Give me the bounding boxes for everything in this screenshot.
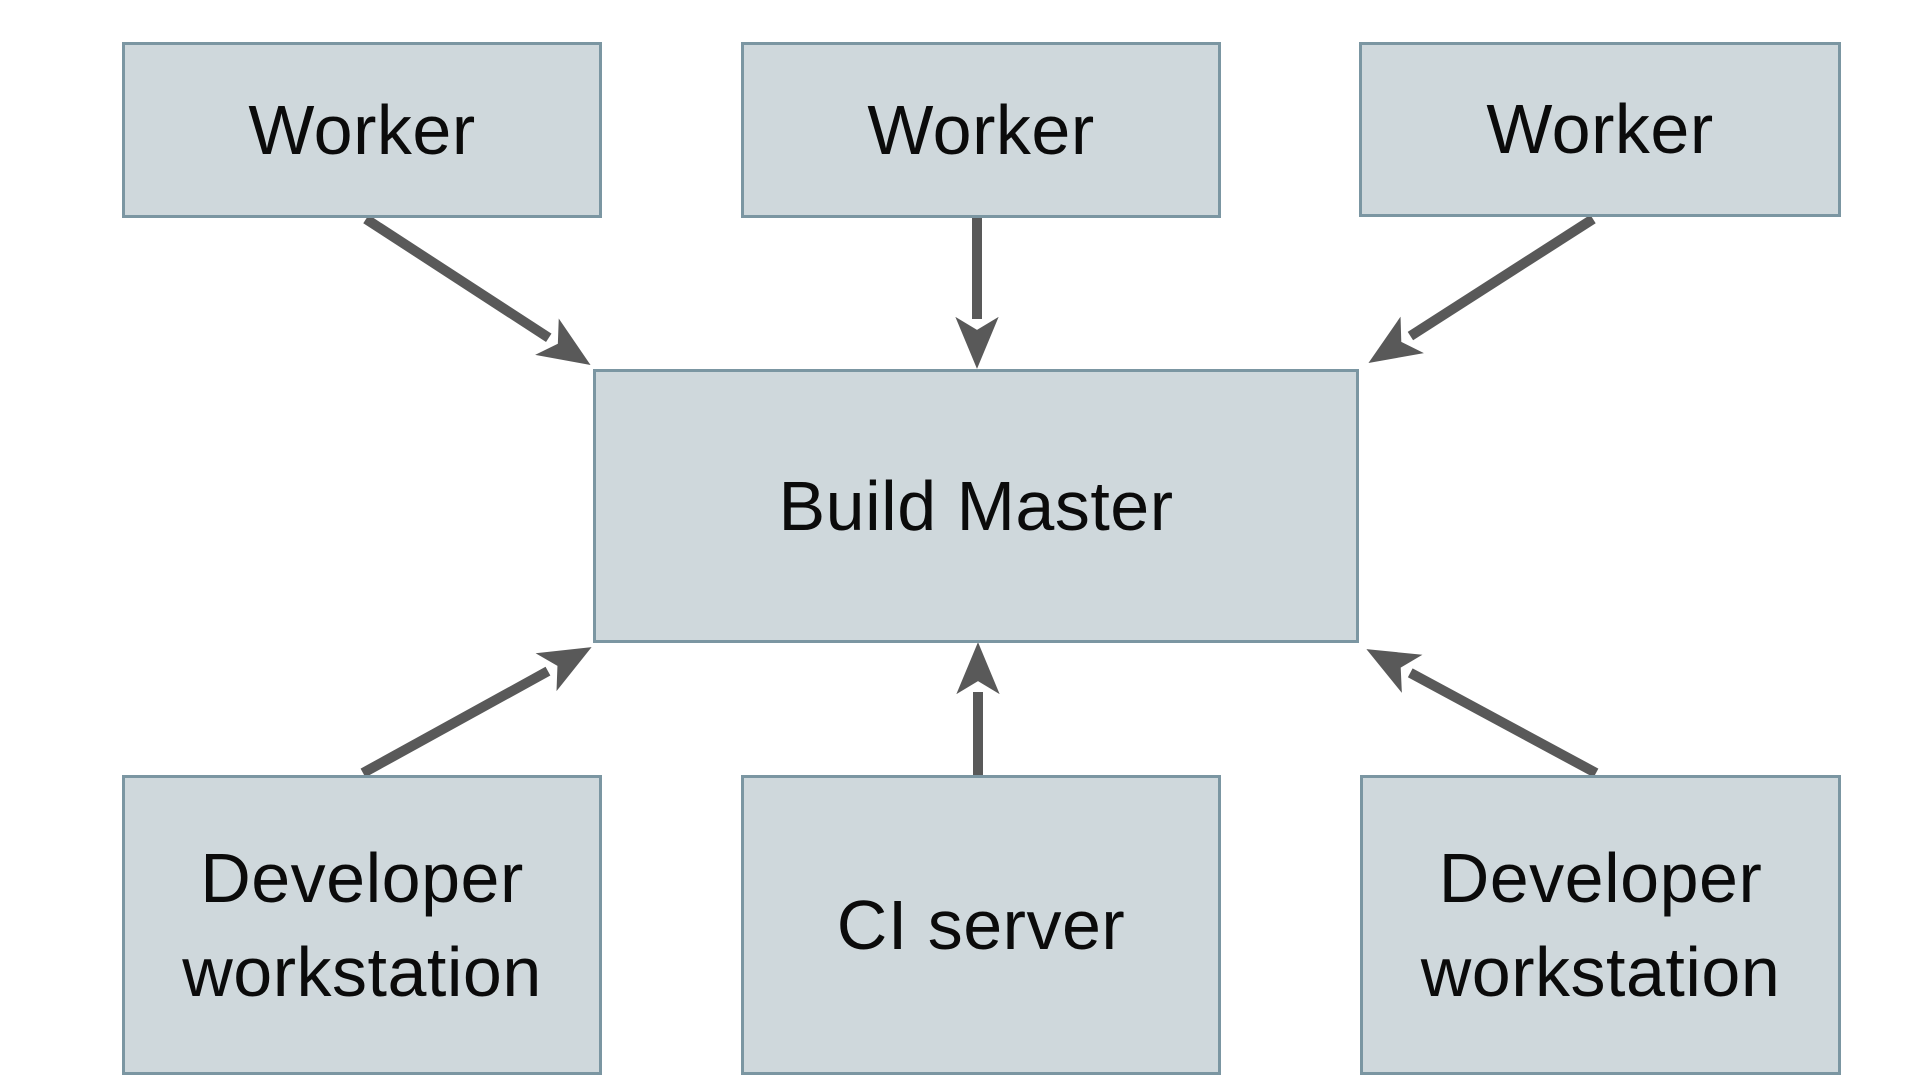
node-worker-2-label: Worker <box>867 90 1095 169</box>
node-worker-1: Worker <box>122 42 602 218</box>
node-worker-3-label: Worker <box>1486 90 1714 169</box>
arrow-dev-workstation-1-to-build-master <box>360 647 592 778</box>
arrow-dev-workstation-2-to-build-master <box>1366 649 1599 778</box>
node-build-master-label: Build Master <box>778 466 1174 545</box>
node-worker-2: Worker <box>741 42 1221 218</box>
node-worker-1-label: Worker <box>248 90 476 169</box>
node-ci-server-label: CI server <box>836 885 1126 964</box>
node-developer-workstation-1-label: Developer workstation <box>182 838 542 1012</box>
node-developer-workstation-1: Developer workstation <box>122 775 602 1075</box>
node-worker-3: Worker <box>1359 42 1841 217</box>
arrow-worker-3-to-build-master <box>1368 214 1596 363</box>
node-ci-server: CI server <box>741 775 1221 1075</box>
node-developer-workstation-2-label: Developer workstation <box>1420 838 1781 1012</box>
node-build-master: Build Master <box>593 369 1359 643</box>
node-developer-workstation-2: Developer workstation <box>1360 775 1841 1075</box>
arrow-worker-1-to-build-master <box>363 214 591 365</box>
